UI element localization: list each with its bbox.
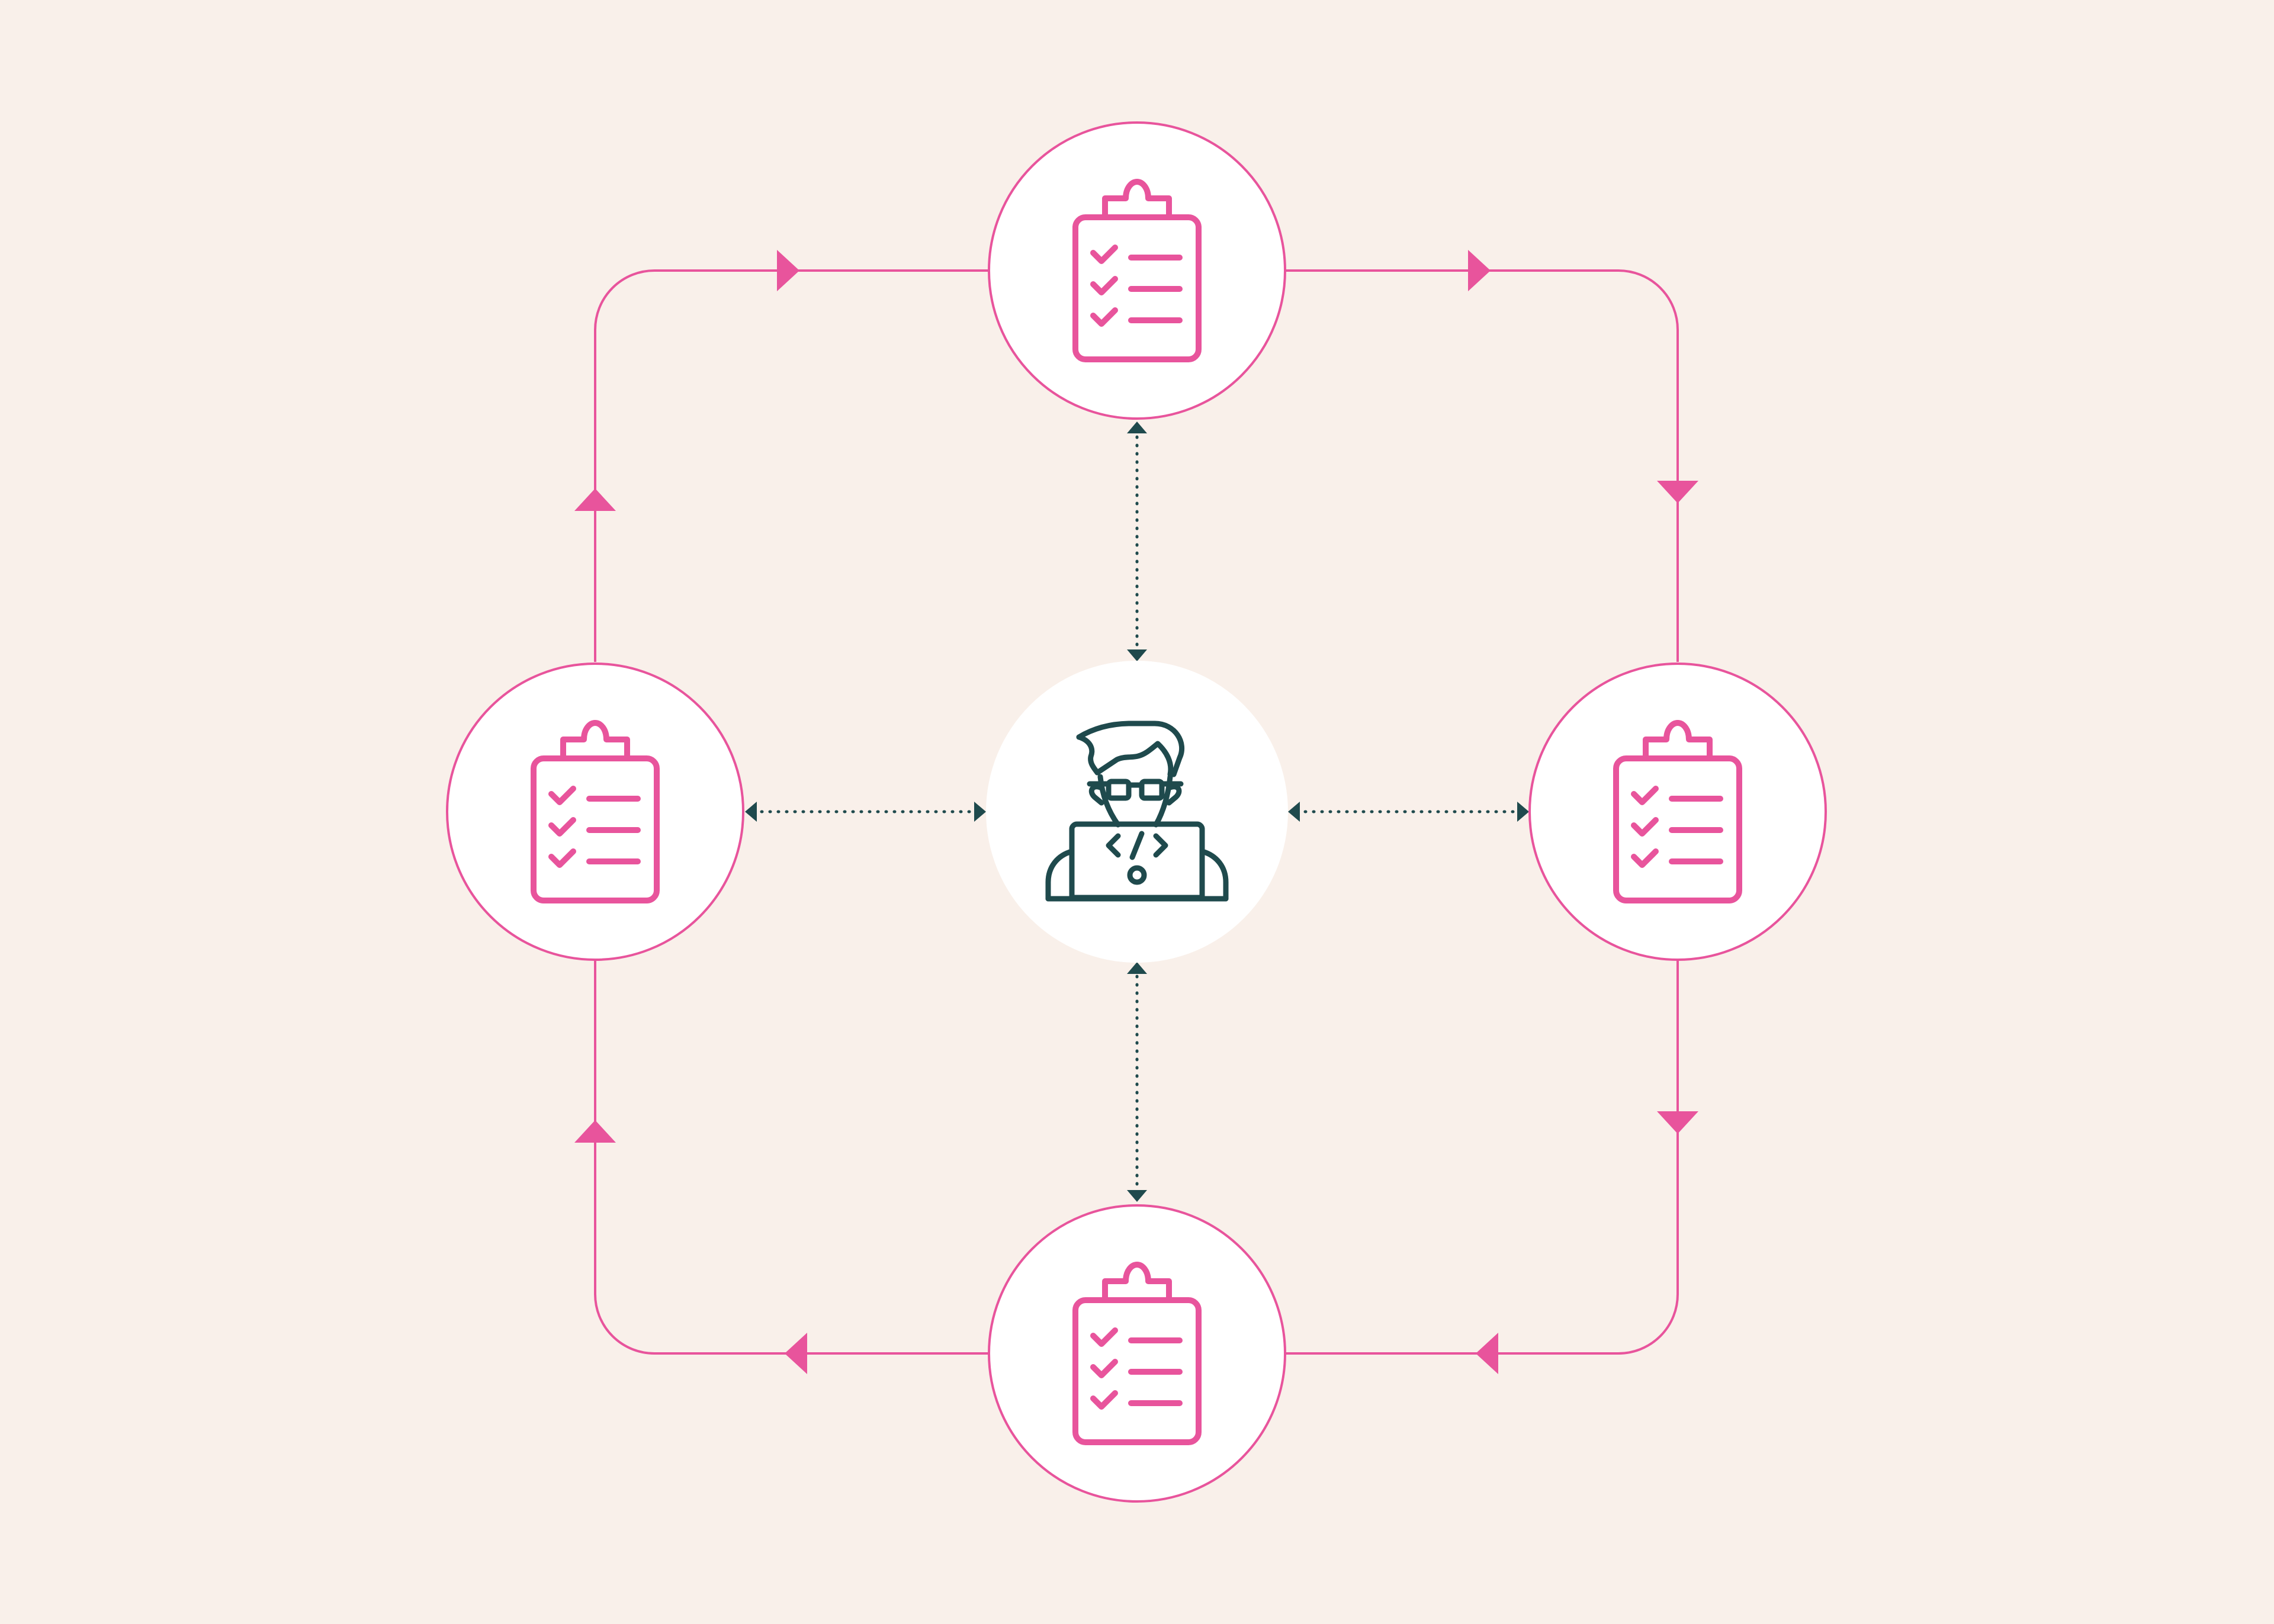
- arrow-up-icon: [574, 1120, 616, 1143]
- link-arrow-right-icon: [974, 802, 986, 822]
- link-arrow-left-icon: [1288, 802, 1300, 822]
- developer-coder-icon: [1045, 721, 1229, 902]
- cycle-connector-bottom-left: [594, 960, 989, 1355]
- node-right: [1528, 663, 1827, 961]
- arrow-right-icon: [1468, 250, 1491, 291]
- node-bottom: [988, 1204, 1286, 1503]
- arrow-right-icon: [777, 250, 799, 291]
- arrow-left-icon: [1476, 1333, 1498, 1374]
- link-arrow-left-icon: [745, 802, 757, 822]
- arrow-left-icon: [785, 1333, 807, 1374]
- cycle-connector-bottom-right: [1285, 960, 1679, 1355]
- link-arrow-up-icon: [1127, 962, 1147, 974]
- cycle-connector-top-right: [1285, 269, 1679, 662]
- node-top: [988, 121, 1286, 420]
- link-arrow-up-icon: [1127, 422, 1147, 433]
- cycle-connector-top-left: [594, 269, 989, 662]
- link-arrow-down-icon: [1127, 1190, 1147, 1202]
- arrow-down-icon: [1657, 481, 1698, 503]
- arrow-down-icon: [1657, 1111, 1698, 1134]
- node-left: [446, 663, 744, 961]
- link-arrow-down-icon: [1127, 649, 1147, 661]
- node-center: [986, 661, 1288, 963]
- arrow-up-icon: [574, 488, 616, 511]
- link-arrow-right-icon: [1517, 802, 1529, 822]
